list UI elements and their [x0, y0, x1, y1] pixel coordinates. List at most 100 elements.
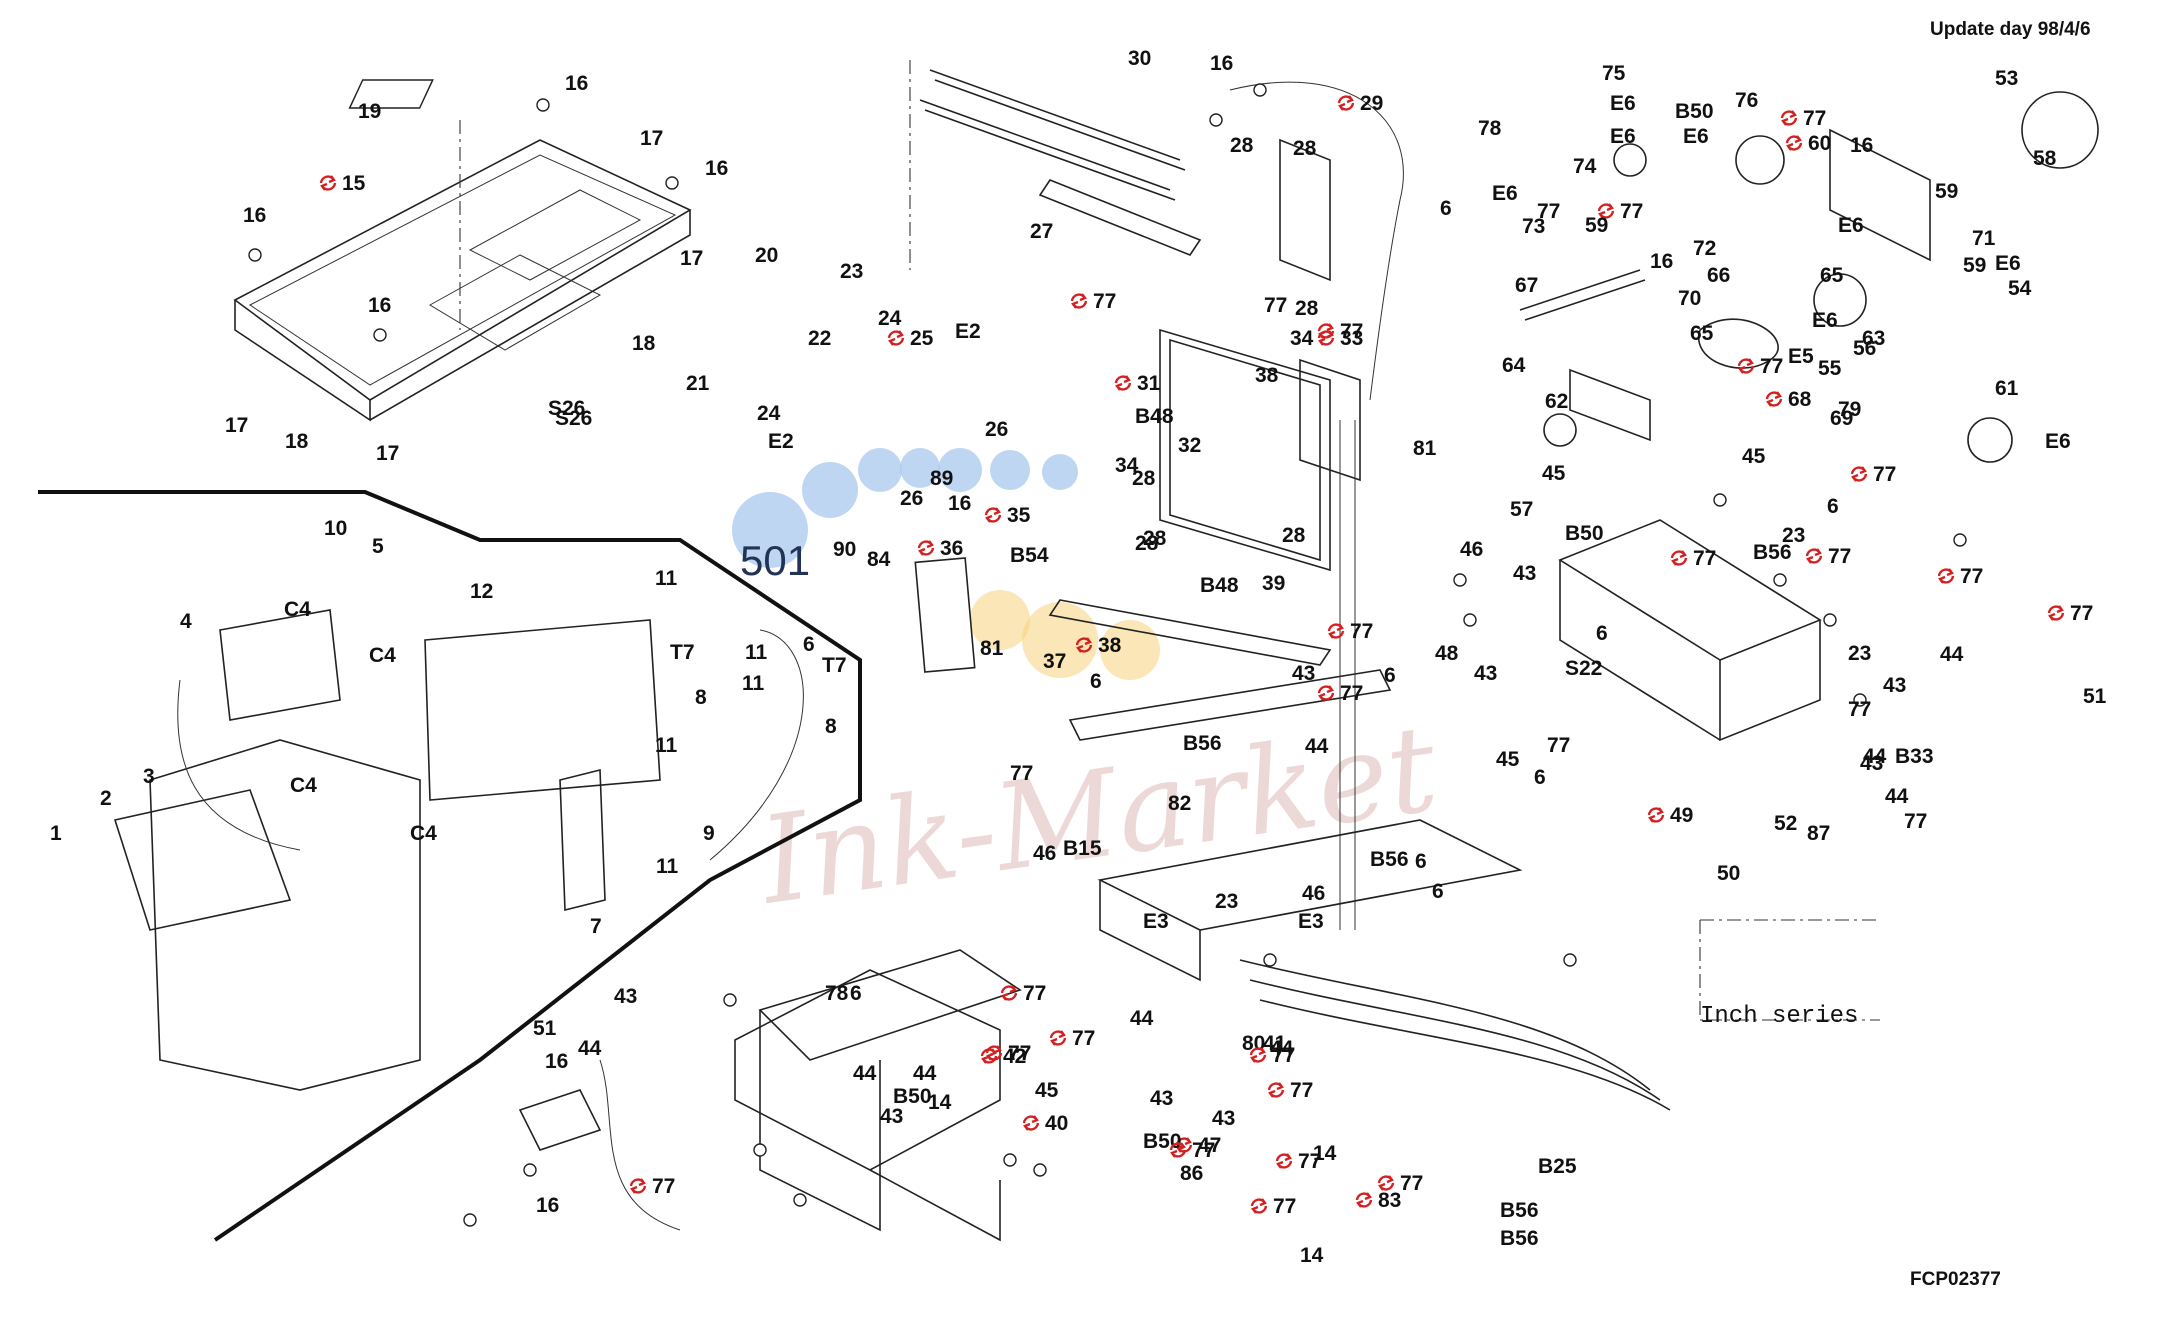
- circular-arrows-icon: [319, 175, 337, 191]
- part-number-label: 17: [640, 127, 663, 150]
- part-number-label: 77: [1264, 294, 1287, 317]
- part-number-label: 21: [686, 372, 710, 395]
- part-number-label: C4: [369, 644, 396, 667]
- part-number-label: B50: [1675, 100, 1714, 123]
- part-number-label: 43: [1474, 662, 1497, 685]
- part-number-label: 16: [948, 492, 971, 515]
- part-number-label: 31: [1137, 372, 1161, 395]
- part-number-label: 45: [1035, 1079, 1059, 1102]
- circular-arrows-icon: [1850, 466, 1868, 482]
- part-number-label: 77: [1340, 320, 1363, 343]
- part-number-label: 77: [1350, 620, 1373, 643]
- part-number-label: 28: [1132, 467, 1156, 490]
- part-number-label: E6: [2045, 430, 2071, 453]
- part-number-label: 35: [1007, 504, 1031, 527]
- part-number-label: E5: [1788, 345, 1814, 368]
- part-number-label: 11: [742, 672, 765, 695]
- shaft-assembly: [909, 60, 1404, 401]
- part-number-label: 6: [1090, 670, 1102, 693]
- circular-arrows-icon: [887, 330, 905, 346]
- part-number-label: 29: [1360, 92, 1383, 115]
- part-number-label: 77: [1620, 200, 1643, 223]
- part-number-label: 62: [1545, 390, 1568, 413]
- part-number-label: 6: [1440, 197, 1452, 220]
- part-number-label: 56: [1853, 337, 1876, 360]
- part-number-label: 16: [1850, 134, 1873, 157]
- part-number-label: 7: [590, 915, 602, 938]
- part-number-label: 71: [1972, 227, 1996, 250]
- part-number-label: 44: [578, 1037, 602, 1060]
- part-number-label: E6: [1995, 252, 2021, 275]
- part-number-label: 54: [2008, 277, 2032, 300]
- part-number-label: 77: [1960, 565, 1983, 588]
- part-number-label: 44: [1940, 643, 1964, 666]
- part-number-label: 77: [1547, 734, 1570, 757]
- part-number-label: 6: [803, 633, 815, 656]
- part-number-label: 77: [1537, 200, 1560, 223]
- part-number-label: B50: [1143, 1130, 1182, 1153]
- figure-code: FCP02377: [1910, 1269, 2001, 1290]
- watermark: Ink-Market: [751, 699, 1446, 932]
- part-number-label: 46: [1302, 882, 1325, 905]
- circular-arrows-icon: [1000, 985, 1018, 1001]
- part-number-label: 51: [533, 1017, 557, 1040]
- part-number-label: B50: [893, 1085, 932, 1108]
- part-number-label: 26: [900, 487, 923, 510]
- part-number-label: B56: [1500, 1227, 1539, 1250]
- part-number-label: 15: [342, 172, 366, 195]
- part-number-label: 77: [1828, 545, 1851, 568]
- part-number-label: B56: [1500, 1199, 1539, 1222]
- part-number-label: 82: [1168, 792, 1191, 815]
- part-number-label: E6: [1812, 309, 1838, 332]
- part-number-label: S26: [548, 397, 585, 420]
- part-number-label: 6: [1415, 850, 1427, 873]
- part-number-label: 44: [853, 1062, 877, 1085]
- part-number-label: 84: [867, 548, 891, 571]
- part-number-label: 44: [1863, 745, 1887, 768]
- part-number-label: 77: [1290, 1079, 1313, 1102]
- part-number-label: 16: [545, 1050, 568, 1073]
- part-number-label: 58: [2033, 147, 2057, 170]
- part-number-label: E6: [1683, 125, 1709, 148]
- part-number-label: 28: [1282, 524, 1306, 547]
- circular-arrows-icon: [1765, 391, 1783, 407]
- part-number-label: 1: [50, 822, 62, 845]
- circular-arrows-icon: [1805, 548, 1823, 564]
- part-number-label: 69: [1830, 407, 1853, 430]
- part-number-label: 60: [1808, 132, 1831, 155]
- part-number-label: 77: [1192, 1139, 1215, 1162]
- part-number-label: 28: [1143, 527, 1167, 550]
- part-number-label: 11: [745, 641, 768, 664]
- circular-arrows-icon: [629, 1178, 647, 1194]
- part-number-label: 64: [1502, 354, 1526, 377]
- part-number-label: 80: [1242, 1032, 1265, 1055]
- circular-arrows-icon: [1249, 1047, 1267, 1063]
- part-number-label: 77: [1760, 355, 1783, 378]
- part-number-label: 77: [1400, 1172, 1423, 1195]
- part-number-label: 16: [705, 157, 728, 180]
- part-number-label: B56: [1753, 541, 1792, 564]
- circular-arrows-icon: [1022, 1115, 1040, 1131]
- part-number-label: 51: [2083, 685, 2107, 708]
- circular-arrows-icon: [1317, 685, 1335, 701]
- part-number-label: 11: [655, 734, 678, 757]
- lower-chassis: [734, 819, 1880, 1242]
- part-number-label: 6: [1827, 495, 1839, 518]
- part-number-label: 44: [913, 1062, 937, 1085]
- part-number-label: 28: [1135, 532, 1159, 555]
- part-number-label: 77: [1273, 1195, 1296, 1218]
- part-number-label: 2: [100, 787, 112, 810]
- circular-arrows-icon: [1780, 110, 1798, 126]
- part-number-label: 55: [1818, 357, 1842, 380]
- part-number-label: B25: [1538, 1155, 1577, 1178]
- part-number-label: 6: [1384, 664, 1396, 687]
- part-number-label: 70: [1678, 287, 1701, 310]
- part-number-label: 43: [1883, 674, 1906, 697]
- circular-arrows-icon: [1317, 330, 1335, 346]
- part-number-label: 6: [1534, 766, 1546, 789]
- part-number-label: 14: [1300, 1244, 1324, 1267]
- part-number-label: 17: [225, 414, 248, 437]
- part-number-label: T7: [822, 654, 847, 677]
- part-number-label: 68: [1788, 388, 1812, 411]
